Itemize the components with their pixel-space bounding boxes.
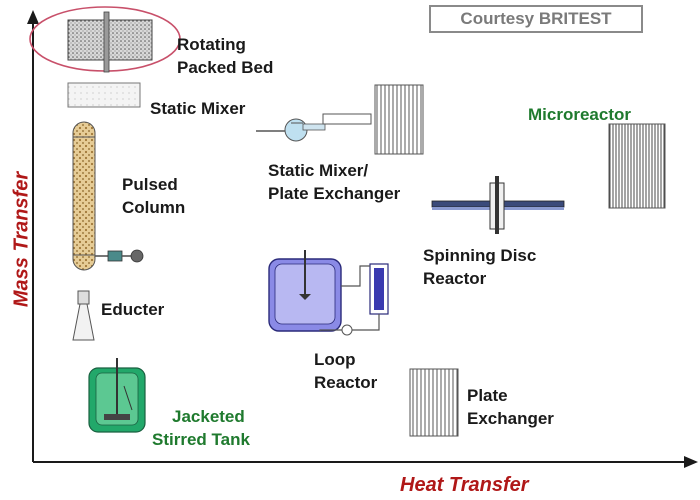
label-plate-line2: Exchanger <box>467 409 554 428</box>
label-pulsed-line2: Column <box>122 198 186 217</box>
label-plate-line1: Plate <box>467 386 508 405</box>
y-axis-title: Mass Transfer <box>10 171 33 308</box>
label-pulsed-line1: Pulsed <box>122 175 178 194</box>
axes <box>27 10 698 468</box>
label-sdr-line2: Reactor <box>423 269 487 288</box>
label-microreactor: Microreactor <box>528 105 631 124</box>
educter-icon <box>72 290 95 341</box>
label-educter: Educter <box>101 300 165 319</box>
label-static-mixer: Static Mixer <box>150 99 246 118</box>
x-axis-arrow <box>684 456 698 468</box>
y-axis-arrow <box>27 10 39 24</box>
jacketed-stirred-tank-icon <box>88 358 146 433</box>
x-axis-title: Heat Transfer <box>400 474 529 496</box>
label-jacketed-line2: Stirred Tank <box>152 430 250 449</box>
microreactor-icon <box>608 123 666 209</box>
pulsed-column-icon <box>72 121 144 271</box>
courtesy-box: Courtesy BRITEST <box>429 5 643 33</box>
label-loop-line2: Reactor <box>314 373 378 392</box>
label-loop-line1: Loop <box>314 350 356 369</box>
label-smpe-line1: Static Mixer/ <box>268 161 369 180</box>
loop-reactor-icon <box>268 250 389 336</box>
plate-exchanger-icon <box>409 368 459 437</box>
label-rotating-line1: Rotating <box>177 35 246 54</box>
rotating-packed-bed-icon <box>29 6 181 73</box>
label-sdr-line1: Spinning Disc <box>423 246 537 265</box>
label-rotating-line2: Packed Bed <box>177 58 274 77</box>
static-mixer-plate-exchanger-icon <box>256 84 424 155</box>
label-jacketed-line1: Jacketed <box>172 407 245 426</box>
static-mixer-icon <box>67 82 141 108</box>
label-smpe-line2: Plate Exchanger <box>268 184 401 203</box>
spinning-disc-reactor-icon <box>431 176 565 234</box>
